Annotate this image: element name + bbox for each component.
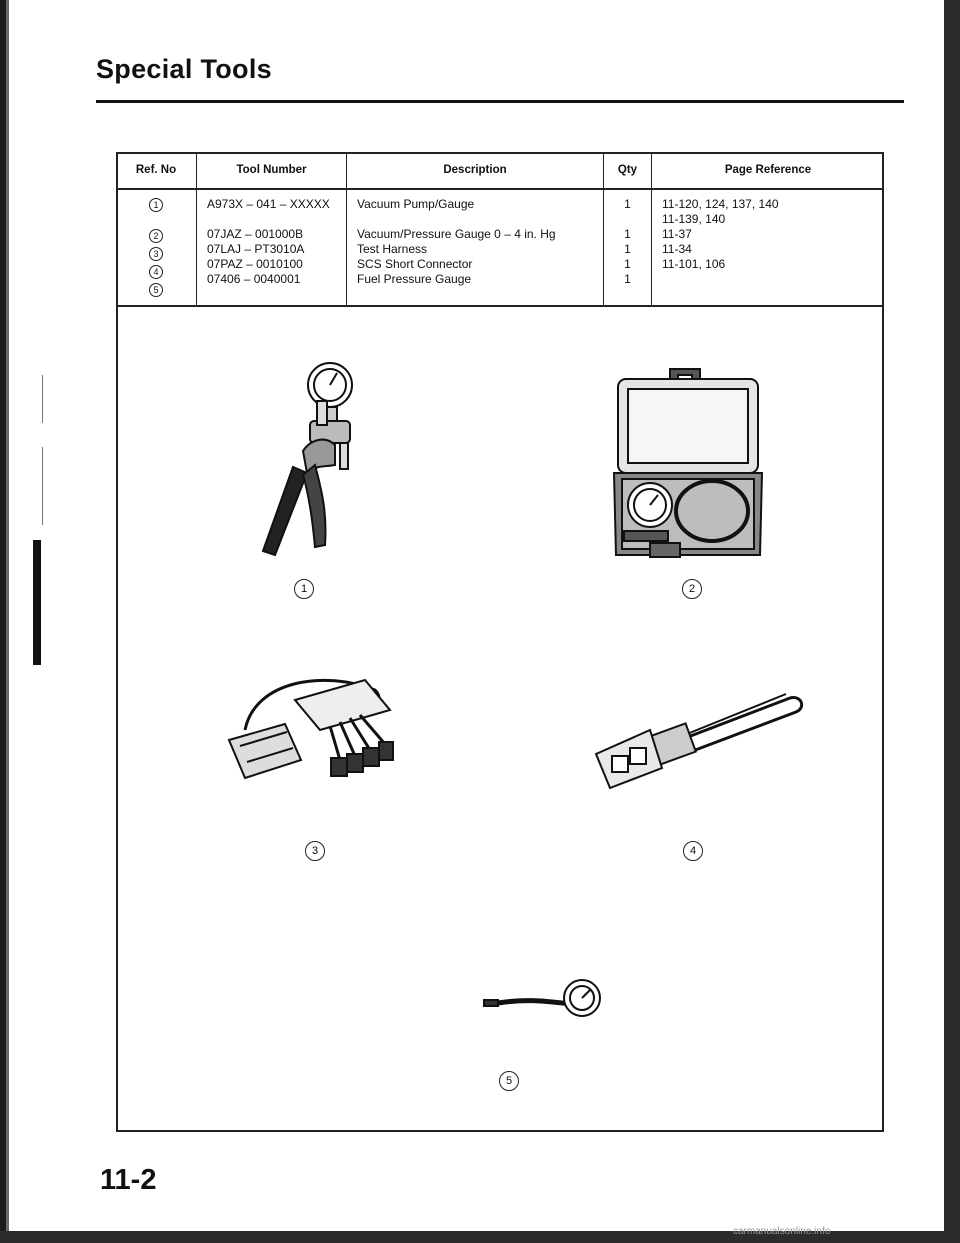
tool-qty: 1: [624, 272, 631, 286]
tool-number: 07JAZ – 001000B: [207, 227, 304, 241]
page-edge-left: [0, 0, 6, 1243]
tool-label-1: 1: [294, 579, 314, 599]
binding-mark: [33, 540, 41, 665]
tool-qty: 1: [624, 197, 631, 211]
test-harness-illustration: [227, 678, 394, 780]
title-rule: [96, 100, 904, 103]
tool-description: Fuel Pressure Gauge: [357, 272, 472, 286]
page-reference: 11-34: [662, 242, 692, 256]
tool-description: Vacuum Pump/Gauge: [357, 197, 475, 211]
tool-label-4: 4: [683, 841, 703, 861]
scs-short-connector-illustration: [594, 693, 804, 790]
ref-number: 3: [149, 247, 163, 261]
special-tools-table: Ref. No Tool Number Description Qty Page…: [116, 152, 884, 307]
col-tool-number: Tool Number: [196, 152, 347, 190]
col-page-reference: Page Reference: [651, 152, 884, 190]
tool-number: 07406 – 0040001: [207, 272, 301, 286]
watermark: carmanualsonline.info: [733, 1226, 831, 1237]
tool-number-cell: A973X – 041 – XXXXX 07JAZ – 001000B 07LA…: [196, 189, 347, 307]
ref-number: 1: [149, 198, 163, 212]
vacuum-pump-gauge-illustration: [261, 362, 353, 557]
col-ref-no: Ref. No: [116, 152, 197, 190]
tool-label-5: 5: [499, 1071, 519, 1091]
tool-label-2: 2: [682, 579, 702, 599]
ref-cell: 1 2 3 4 5: [116, 189, 197, 307]
page-edge-bottom: [0, 1231, 960, 1243]
scan-line: [42, 447, 43, 525]
tool-qty: 1: [624, 257, 631, 271]
page-reference: 11-101, 106: [662, 257, 726, 271]
page-edge-right: [944, 0, 960, 1243]
page-reference: 11-139, 140: [662, 212, 726, 226]
tool-description: SCS Short Connector: [357, 257, 473, 271]
tool-description: Vacuum/Pressure Gauge 0 – 4 in. Hg: [357, 227, 556, 241]
tool-number: 07PAZ – 0010100: [207, 257, 303, 271]
table-header-row: Ref. No Tool Number Description Qty Page…: [116, 152, 884, 190]
qty-cell: 1 1 1 1 1: [603, 189, 652, 307]
tool-description: Test Harness: [357, 242, 428, 256]
description-cell: Vacuum Pump/Gauge Vacuum/Pressure Gauge …: [346, 189, 604, 307]
page-title: Special Tools: [96, 54, 272, 84]
table-row: 1 2 3 4 5 A973X – 041 – XXXXX 07JAZ – 00…: [116, 189, 884, 307]
col-description: Description: [346, 152, 604, 190]
tool-qty: 1: [624, 227, 631, 241]
page-edge-shadow: [6, 0, 9, 1243]
page-number: 11-2: [100, 1164, 157, 1196]
page-reference: 11-120, 124, 137, 140: [662, 197, 779, 211]
col-qty: Qty: [603, 152, 652, 190]
tool-number: A973X – 041 – XXXXX: [207, 197, 330, 211]
tool-qty: 1: [624, 242, 631, 256]
tool-number: 07LAJ – PT3010A: [207, 242, 305, 256]
ref-number: 5: [149, 283, 163, 297]
ref-number: 4: [149, 265, 163, 279]
page-reference: 11-37: [662, 227, 692, 241]
fuel-pressure-gauge-illustration: [483, 979, 601, 1017]
scan-line: [42, 375, 43, 423]
page-reference-cell: 11-120, 124, 137, 140 11-139, 140 11-37 …: [651, 189, 884, 307]
ref-number: 2: [149, 229, 163, 243]
tool-label-3: 3: [305, 841, 325, 861]
gauge-case-illustration: [612, 368, 764, 558]
